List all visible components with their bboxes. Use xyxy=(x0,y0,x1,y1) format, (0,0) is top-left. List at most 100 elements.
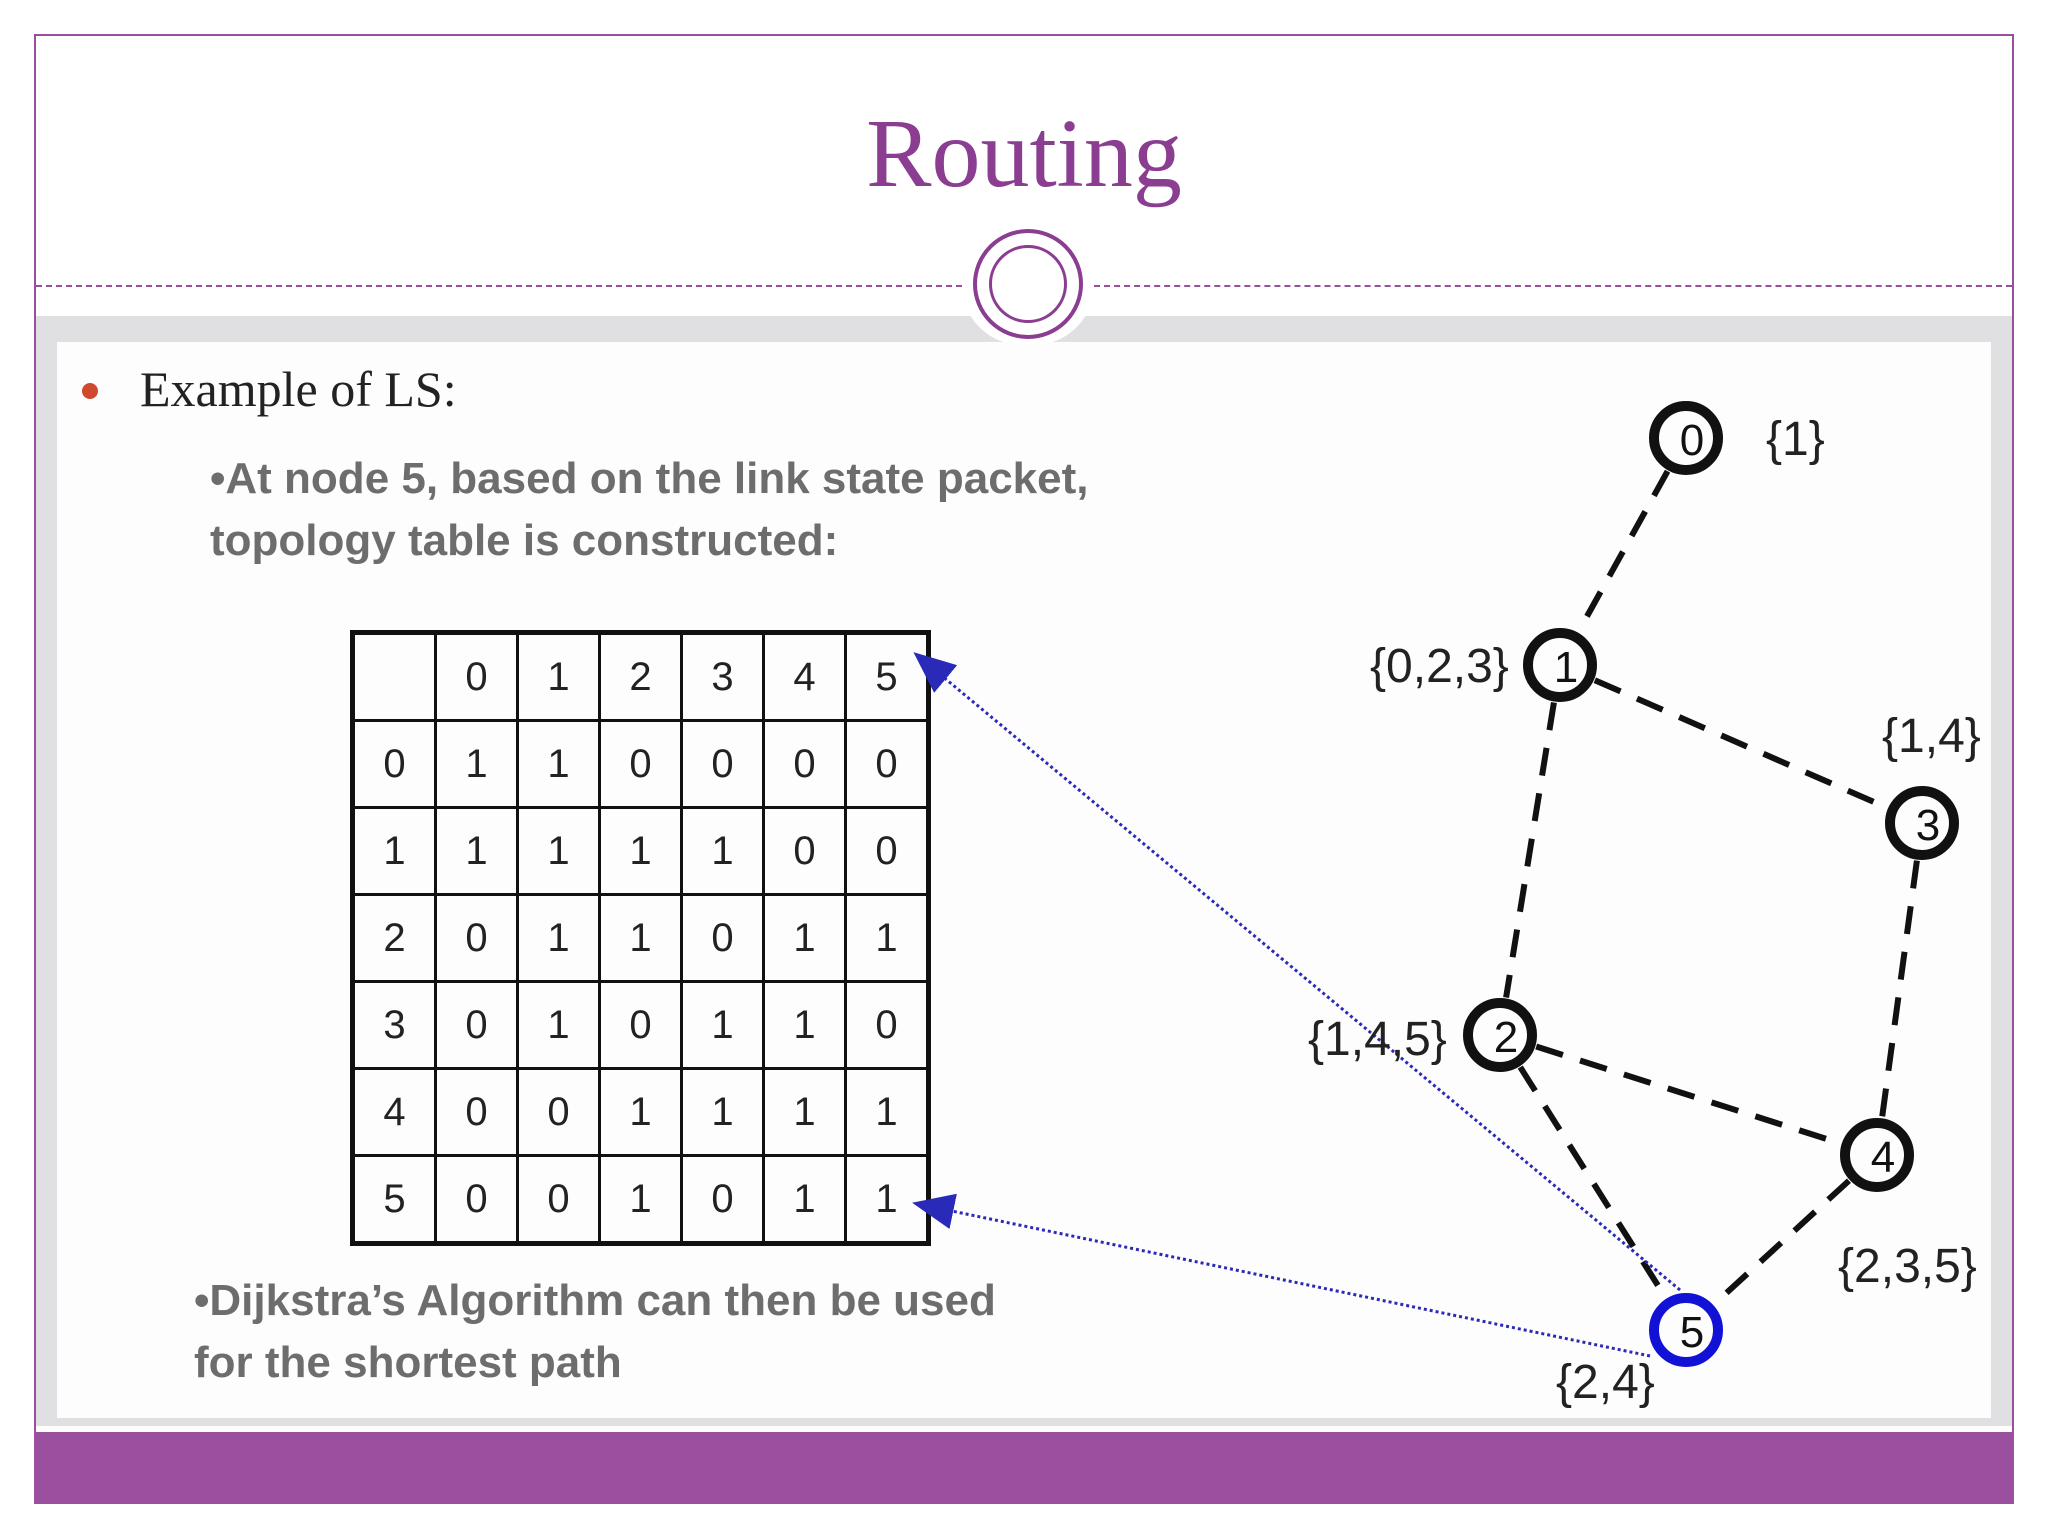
graph-node-label-1: {0,2,3} xyxy=(1370,640,1509,693)
graph-nodes: 0 {1} 1 {0,2,3} 2 {1,4,5} 3 {1,4} 4 {2,3,5} 5 {2,4} xyxy=(1308,401,1981,1409)
table-cell: 1 xyxy=(762,1154,847,1245)
table-cell: 0 xyxy=(598,719,683,809)
table-row-label: 3 xyxy=(351,980,437,1070)
graph-node-id-5: 5 xyxy=(1680,1308,1704,1357)
table-cell: 1 xyxy=(516,719,601,809)
table-row-label: 2 xyxy=(351,893,437,983)
graph-edge-0-1 xyxy=(1575,469,1671,634)
table-header-cell xyxy=(351,631,437,722)
graph-node-id-2: 2 xyxy=(1494,1013,1518,1062)
table-cell: 0 xyxy=(680,719,765,809)
table-cell: 0 xyxy=(680,1154,765,1245)
graph-node-3 xyxy=(1885,786,1959,860)
table-cell: 1 xyxy=(680,806,765,896)
graph-node-1 xyxy=(1523,628,1597,702)
table-row-label: 4 xyxy=(351,1067,437,1157)
subpoint-topology-line2: topology table is constructed: xyxy=(210,516,839,565)
graph-edge-4-5 xyxy=(1711,1178,1852,1307)
graph-node-label-4: {2,3,5} xyxy=(1838,1240,1977,1293)
table-cell: 1 xyxy=(516,806,601,896)
table-cell: 0 xyxy=(434,1154,519,1245)
table-cell: 1 xyxy=(598,1154,683,1245)
table-cell: 0 xyxy=(434,980,519,1070)
graph-node-5 xyxy=(1649,1293,1723,1367)
graph-node-label-5: {2,4} xyxy=(1556,1356,1655,1409)
graph-node-2 xyxy=(1463,998,1537,1072)
table-header-cell: 2 xyxy=(598,631,683,722)
graph-node-id-1: 1 xyxy=(1554,643,1578,692)
table-cell: 0 xyxy=(844,719,930,809)
divider-left xyxy=(36,285,962,287)
graph-edge-1-3 xyxy=(1593,677,1889,811)
table-cell: 0 xyxy=(762,806,847,896)
table-cell: 1 xyxy=(762,893,847,983)
table-cell: 1 xyxy=(516,980,601,1070)
arrow-to-table-bottom xyxy=(912,1193,1651,1358)
table-cell: 0 xyxy=(844,980,930,1070)
graph-arrows xyxy=(912,652,1681,1358)
table-cell: 0 xyxy=(516,1067,601,1157)
table-header-cell: 3 xyxy=(680,631,765,722)
table-cell: 0 xyxy=(598,980,683,1070)
bullet-heading: Example of LS: xyxy=(140,361,457,417)
table-cell: 1 xyxy=(762,1067,847,1157)
table-cell: 1 xyxy=(434,719,519,809)
table-header-cell: 1 xyxy=(516,631,601,722)
table-cell: 1 xyxy=(598,893,683,983)
table-cell: 0 xyxy=(434,1067,519,1157)
divider-ring-icon xyxy=(973,229,1083,339)
subpoint-dijkstra-line2: for the shortest path xyxy=(194,1338,622,1387)
table-row-label: 1 xyxy=(351,806,437,896)
table-cell: 0 xyxy=(680,893,765,983)
table-cell: 1 xyxy=(680,1067,765,1157)
slide-title: Routing xyxy=(866,100,1182,208)
table-cell: 0 xyxy=(516,1154,601,1245)
table-cell: 1 xyxy=(598,1067,683,1157)
table-row-label: 0 xyxy=(351,719,437,809)
graph-node-0 xyxy=(1649,401,1723,475)
table-header-cell: 4 xyxy=(762,631,847,722)
table-cell: 1 xyxy=(680,980,765,1070)
table-cell: 1 xyxy=(844,1154,930,1245)
table-header-cell: 0 xyxy=(434,631,519,722)
graph-node-label-2: {1,4,5} xyxy=(1308,1013,1447,1066)
graph-node-label-3: {1,4} xyxy=(1882,710,1981,763)
graph-edge-1-2 xyxy=(1503,702,1557,998)
graph-edges xyxy=(1503,469,1920,1307)
table-cell: 1 xyxy=(598,806,683,896)
footer-bar xyxy=(34,1432,2014,1504)
divider-right xyxy=(1094,285,2012,287)
table-cell: 1 xyxy=(434,806,519,896)
table-cell: 0 xyxy=(762,719,847,809)
table-cell: 1 xyxy=(844,1067,930,1157)
table-cell: 0 xyxy=(434,893,519,983)
table-cell: 1 xyxy=(516,893,601,983)
table-cell: 0 xyxy=(844,806,930,896)
arrow-to-table-top xyxy=(913,652,1681,1292)
graph-node-id-0: 0 xyxy=(1680,416,1704,465)
graph-edge-2-5 xyxy=(1517,1065,1669,1300)
table-cell: 1 xyxy=(762,980,847,1070)
graph-edge-2-4 xyxy=(1535,1043,1842,1147)
subpoint-dijkstra: •Dijkstra’s Algorithm can then be used f… xyxy=(194,1270,996,1394)
graph-node-id-3: 3 xyxy=(1916,801,1940,850)
graph-node-id-4: 4 xyxy=(1871,1133,1895,1182)
subpoint-dijkstra-line1: •Dijkstra’s Algorithm can then be used xyxy=(194,1276,996,1325)
table-cell: 1 xyxy=(844,893,930,983)
graph-edge-3-4 xyxy=(1879,860,1920,1118)
graph-node-label-0: {1} xyxy=(1766,413,1825,466)
graph-node-4 xyxy=(1840,1118,1914,1192)
subpoint-topology-line1: •At node 5, based on the link state pack… xyxy=(210,454,1089,503)
table-row-label: 5 xyxy=(351,1154,437,1245)
bullet-dot xyxy=(82,383,98,399)
subpoint-topology: •At node 5, based on the link state pack… xyxy=(210,448,1089,572)
